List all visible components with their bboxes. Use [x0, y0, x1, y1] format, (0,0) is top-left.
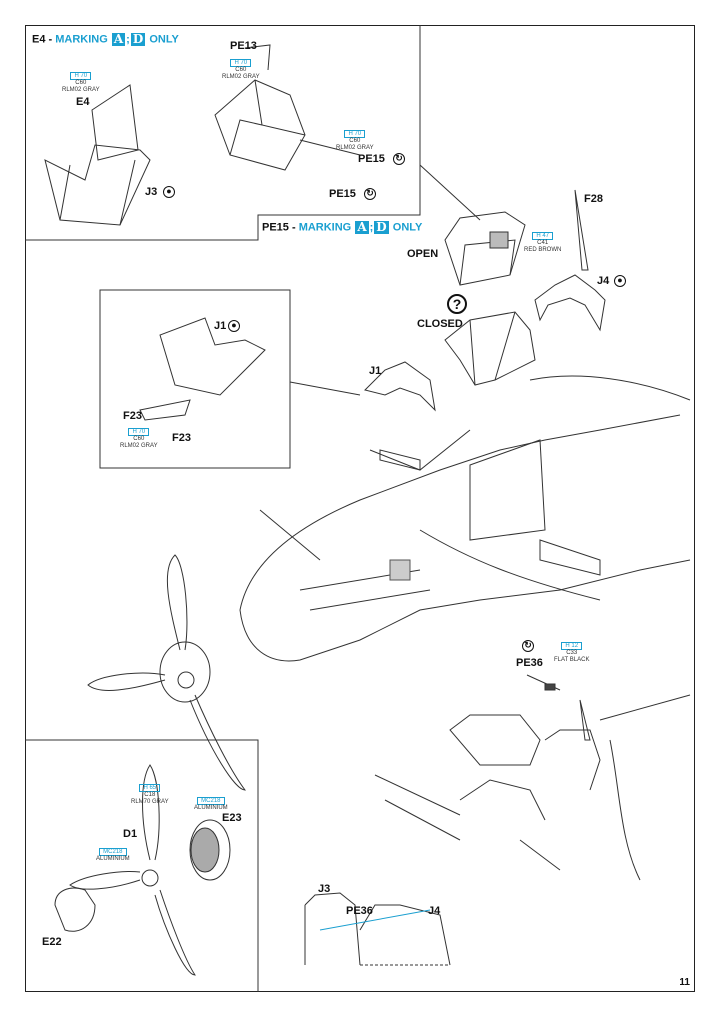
- label-j3-top: J3: [145, 186, 158, 198]
- page-frame: [25, 25, 695, 992]
- label-j1-box: J1: [214, 320, 227, 332]
- label-j4-top: J4: [597, 275, 610, 287]
- label-e23: E23: [222, 812, 242, 824]
- label-pe13: PE13: [230, 40, 257, 52]
- label-j3-bot: J3: [318, 883, 331, 895]
- label-open: OPEN: [407, 248, 439, 260]
- black-spot-icon: ●: [163, 186, 175, 198]
- label-e4: E4: [76, 96, 90, 108]
- bend-icon: ↻: [522, 640, 534, 652]
- marking-header-e4: E4 - MARKING A;D ONLY: [32, 32, 179, 46]
- black-spot-icon: ●: [228, 320, 240, 332]
- label-f23-a: F23: [123, 410, 142, 422]
- label-j1: J1: [369, 365, 382, 377]
- label-closed: CLOSED: [417, 318, 463, 330]
- label-f23-b: F23: [172, 432, 191, 444]
- marking-header-pe15: PE15 - MARKING A;D ONLY: [262, 220, 423, 234]
- label-e22: E22: [42, 936, 62, 948]
- question-icon: ?: [447, 294, 467, 314]
- label-pe15-a: PE15: [358, 153, 385, 165]
- label-pe36-top: PE36: [516, 657, 543, 669]
- bend-icon: ↻: [364, 188, 376, 200]
- label-pe36-bot: PE36: [346, 905, 373, 917]
- label-pe15-b: PE15: [329, 188, 356, 200]
- bend-icon: ↻: [393, 153, 405, 165]
- label-f28: F28: [584, 193, 603, 205]
- black-spot-icon: ●: [614, 275, 626, 287]
- label-j4-bot: J4: [428, 905, 441, 917]
- page-number: 11: [679, 977, 690, 988]
- label-d1: D1: [123, 828, 138, 840]
